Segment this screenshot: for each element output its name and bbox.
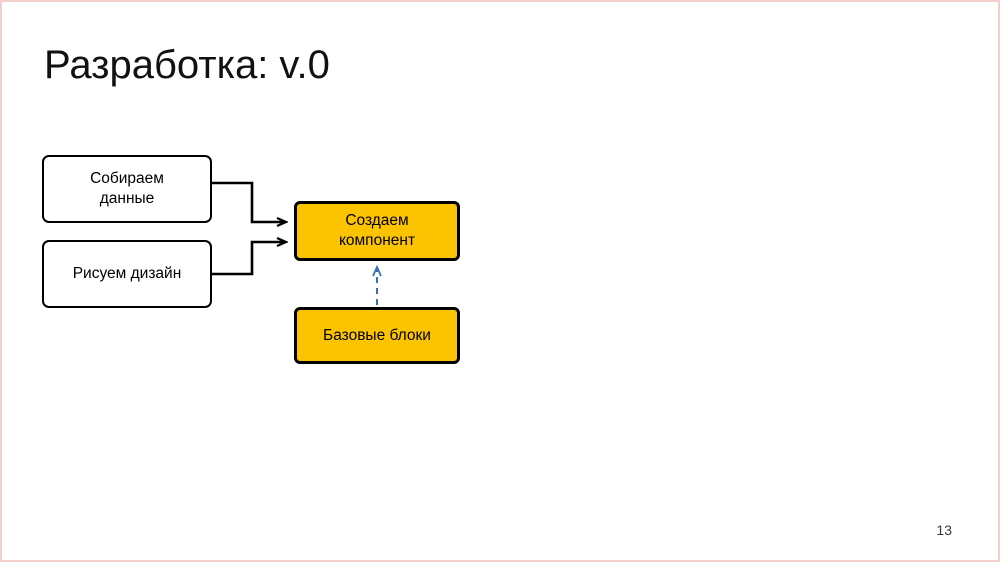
diagram-node-base-blocks[interactable]: Базовые блоки	[294, 307, 460, 364]
page-number: 13	[936, 522, 952, 538]
edge-collect-to-component	[212, 181, 285, 222]
node-label: Базовые блоки	[323, 326, 431, 344]
edge-design-to-component	[212, 242, 285, 276]
page-title: Разработка: v.0	[44, 43, 330, 87]
diagram-node-draw-design[interactable]: Рисуем дизайн	[42, 240, 212, 308]
node-label: Рисуем дизайн	[72, 265, 182, 283]
